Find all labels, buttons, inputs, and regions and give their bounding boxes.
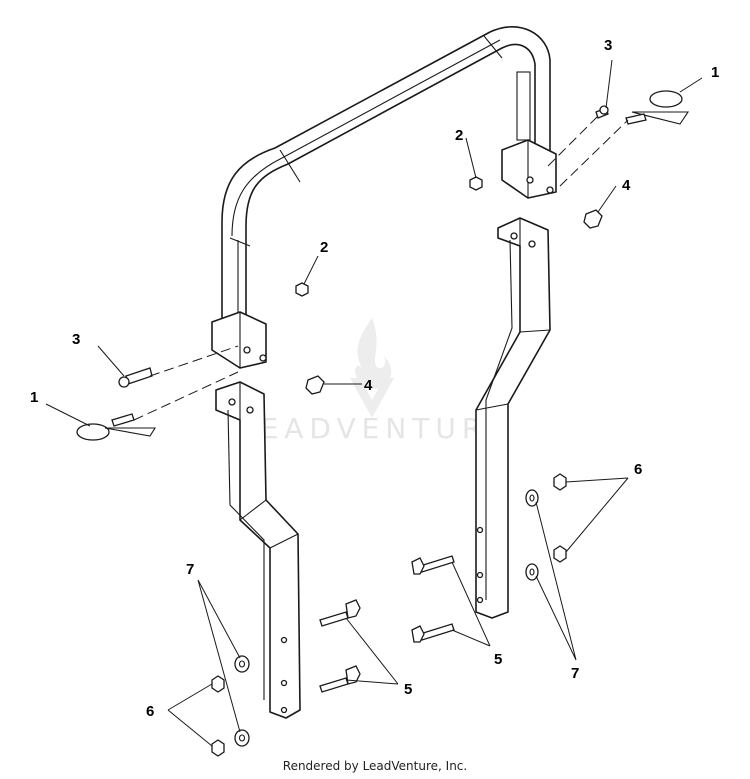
left-lock-nuts	[211, 675, 225, 757]
right-bolts	[411, 555, 455, 643]
lower-left-leg	[215, 381, 301, 719]
left-pin-alignment	[133, 345, 239, 421]
callout-2-left: 2	[320, 239, 328, 256]
watermark-logo	[350, 318, 394, 418]
footer-credit: Rendered by LeadVenture, Inc.	[282, 759, 468, 773]
callout-4-right: 4	[622, 177, 631, 194]
right-washers	[525, 489, 539, 581]
left-washers	[234, 655, 250, 747]
callout-1-right: 1	[711, 64, 719, 81]
lower-right-leg	[475, 217, 551, 619]
callout-5-left: 5	[404, 681, 412, 698]
callout-4-left: 4	[364, 377, 373, 394]
callout-5-right: 5	[494, 651, 502, 668]
callout-7-right: 7	[571, 665, 579, 682]
left-hairpin-clip	[76, 413, 156, 441]
left-clevis-pin	[118, 367, 153, 388]
leader-lines	[45, 59, 703, 747]
callout-6-right: 6	[634, 461, 642, 478]
watermark-text: LEADVENTURE	[239, 412, 511, 445]
right-lock-nuts	[553, 473, 567, 563]
right-pin-alignment	[547, 115, 629, 187]
callout-6-left: 6	[146, 703, 154, 720]
callout-7-left: 7	[186, 561, 194, 578]
callout-3-right: 3	[604, 37, 612, 54]
left-knob	[305, 375, 325, 395]
left-nut	[295, 282, 309, 297]
left-bolts	[319, 599, 361, 693]
upper-roll-bar	[211, 26, 557, 369]
callout-1-left: 1	[30, 389, 38, 406]
right-knob	[583, 209, 603, 229]
callout-3-left: 3	[72, 331, 80, 348]
callout-2-right: 2	[455, 127, 463, 144]
right-nut	[469, 176, 483, 191]
right-hairpin-clip	[625, 90, 690, 125]
